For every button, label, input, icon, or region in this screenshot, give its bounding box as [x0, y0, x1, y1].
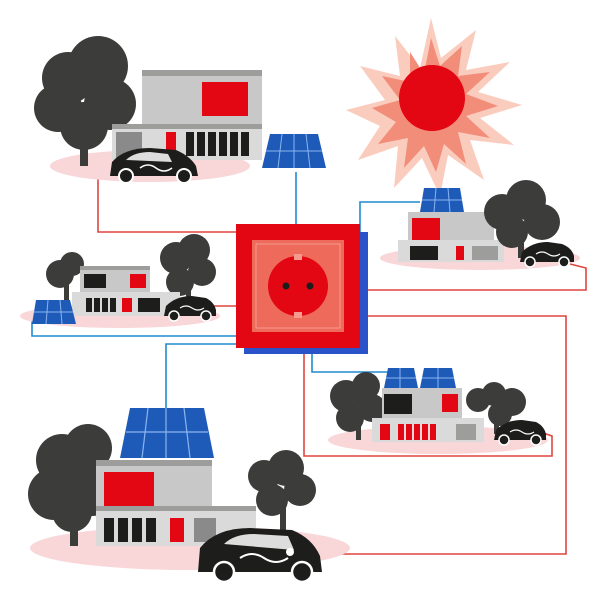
- tree-icon: [466, 382, 526, 434]
- power-socket-icon: [236, 224, 368, 354]
- house-middle-left: [20, 234, 220, 328]
- cable-line: [97, 168, 238, 233]
- electric-car-icon: [164, 296, 216, 322]
- sun-icon: [346, 18, 522, 196]
- tree-icon: [46, 252, 84, 304]
- house-icon: [372, 388, 484, 442]
- tree-icon: [34, 36, 136, 166]
- solar-panel-icon: [32, 299, 76, 325]
- house-icon: [398, 212, 504, 262]
- cable-line: [303, 352, 553, 457]
- house-top-right: [380, 180, 580, 270]
- house-icon: [96, 460, 256, 546]
- solar-panel-icon: [120, 407, 214, 459]
- hub-plate-inner: [255, 243, 341, 329]
- house-icon: [72, 266, 180, 316]
- cable-line: [362, 263, 587, 291]
- sun-core: [399, 65, 465, 131]
- socket-hole-left: [282, 282, 290, 290]
- electric-car-icon: [110, 148, 198, 184]
- cable-line: [311, 352, 388, 373]
- solar-panel-icon: [262, 133, 326, 169]
- house-icon: [112, 70, 262, 160]
- cable-line: [340, 315, 567, 555]
- socket-hole-right: [306, 282, 314, 290]
- tree-icon: [484, 180, 560, 258]
- solar-panel-icon: [420, 187, 464, 213]
- solar-panel-icon: [384, 368, 418, 388]
- electric-car-icon: [494, 420, 546, 446]
- socket-ground-top: [294, 254, 302, 260]
- tree-icon: [160, 234, 216, 308]
- solar-panel-icon: [420, 368, 456, 388]
- cable-line: [165, 343, 238, 408]
- house-top-left: [34, 36, 326, 184]
- tree-icon: [330, 372, 386, 440]
- socket-face: [268, 256, 328, 316]
- socket-ground-bottom: [294, 312, 302, 318]
- house-lower-right: [328, 368, 548, 454]
- electric-car-icon: [520, 242, 574, 268]
- electric-car-icon: [198, 528, 322, 584]
- tree-icon: [248, 450, 316, 532]
- house-bottom-left: [28, 407, 350, 584]
